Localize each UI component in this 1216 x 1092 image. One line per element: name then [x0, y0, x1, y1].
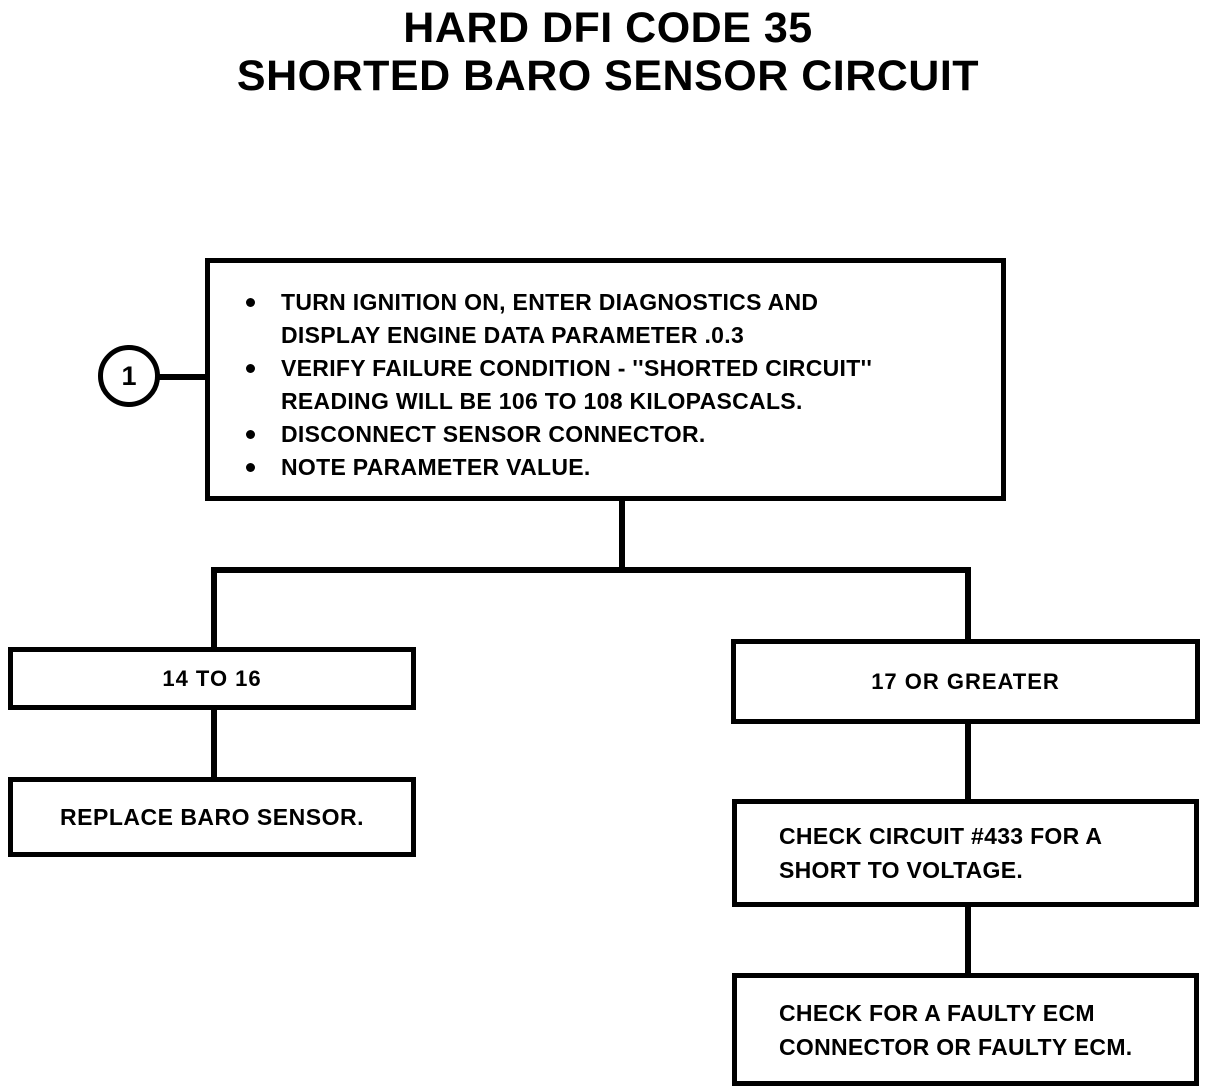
- action-line-2: SHORT TO VOLTAGE.: [779, 857, 1024, 883]
- action-box-check-circuit-433: CHECK CIRCUIT #433 FOR A SHORT TO VOLTAG…: [732, 799, 1199, 907]
- connector-split-bar: [211, 567, 971, 573]
- connector-right-drop: [965, 567, 971, 639]
- connector-main-drop: [619, 501, 625, 571]
- bullet-icon: [246, 430, 255, 439]
- connector-left-drop: [211, 567, 217, 647]
- action-line-2: CONNECTOR OR FAULTY ECM.: [779, 1033, 1133, 1060]
- connector-left-branch: [211, 710, 217, 777]
- main-instruction-box: TURN IGNITION ON, ENTER DIAGNOSTICS AND …: [205, 258, 1006, 501]
- bullet-1-line-1: TURN IGNITION ON, ENTER DIAGNOSTICS AND: [281, 289, 819, 315]
- action-line-1: CHECK FOR A FAULTY ECM: [779, 999, 1095, 1026]
- bullet-icon: [246, 364, 255, 373]
- page-title-line2: SHORTED BARO SENSOR CIRCUIT: [236, 52, 980, 100]
- bullet-icon: [246, 298, 255, 307]
- connector-right-branch-2: [965, 907, 971, 973]
- action-box-check-ecm: CHECK FOR A FAULTY ECM CONNECTOR OR FAUL…: [732, 973, 1199, 1086]
- bullet-icon: [246, 463, 255, 472]
- condition-label: 14 TO 16: [162, 665, 262, 691]
- page-title-line1: HARD DFI CODE 35: [403, 4, 813, 52]
- bullet-1-line-2: DISPLAY ENGINE DATA PARAMETER .0.3: [281, 322, 745, 348]
- step-marker-circle: 1: [98, 345, 160, 407]
- bullet-2-line-1: VERIFY FAILURE CONDITION - ''SHORTED CIR…: [281, 355, 873, 381]
- bullet-2-line-2: READING WILL BE 106 TO 108 KILOPASCALS.: [281, 388, 803, 414]
- condition-box-14-to-16: 14 TO 16: [8, 647, 416, 710]
- bullet-item: TURN IGNITION ON, ENTER DIAGNOSTICS AND …: [246, 286, 981, 352]
- connector-right-branch-1: [965, 724, 971, 799]
- condition-box-17-or-greater: 17 OR GREATER: [731, 639, 1200, 724]
- action-line-1: CHECK CIRCUIT #433 FOR A: [779, 823, 1103, 849]
- bullet-item: DISCONNECT SENSOR CONNECTOR.: [246, 418, 981, 451]
- connector-circle-to-main: [157, 374, 207, 380]
- bullet-3-line-1: DISCONNECT SENSOR CONNECTOR.: [281, 421, 706, 447]
- action-label: REPLACE BARO SENSOR.: [60, 803, 364, 830]
- bullet-item: NOTE PARAMETER VALUE.: [246, 451, 981, 484]
- step-marker-number: 1: [121, 360, 137, 391]
- bullet-4-line-1: NOTE PARAMETER VALUE.: [281, 454, 591, 480]
- condition-label: 17 OR GREATER: [871, 668, 1060, 694]
- action-box-replace-baro-sensor: REPLACE BARO SENSOR.: [8, 777, 416, 857]
- bullet-item: VERIFY FAILURE CONDITION - ''SHORTED CIR…: [246, 352, 981, 418]
